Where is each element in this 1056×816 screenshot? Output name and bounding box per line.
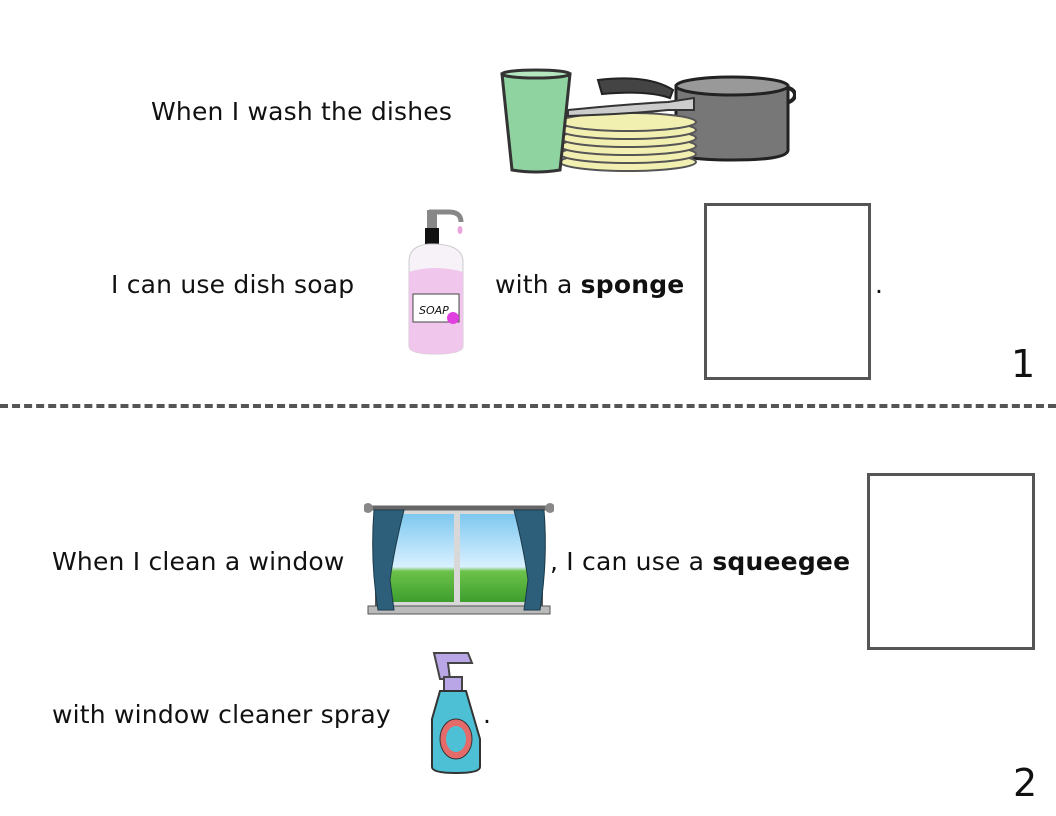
spray-sentence: with window cleaner spray (52, 700, 391, 729)
dishes-image (500, 68, 796, 174)
squeegee-word: squeegee (712, 547, 851, 576)
window-sentence: When I clean a window (52, 547, 345, 576)
page-number-2: 2 (1013, 761, 1038, 805)
with-a-text: with a (495, 270, 581, 299)
page-number-1: 1 (1011, 342, 1036, 386)
sponge-text: with a sponge (495, 270, 684, 300)
cut-line-divider (0, 404, 1056, 408)
sponge-word: sponge (580, 270, 685, 299)
dish-soap-text: I can use dish soap (111, 270, 355, 299)
window-image (364, 503, 554, 615)
soap-label: SOAP (419, 304, 449, 317)
sponge-picture-box[interactable] (704, 203, 871, 380)
can-use-text: , I can use a (550, 547, 713, 576)
squeegee-picture-box[interactable] (867, 473, 1035, 650)
spray-bottle-image (431, 652, 481, 775)
squeegee-text: , I can use a squeegee (550, 547, 850, 577)
soap-bottle-image: SOAP (408, 209, 464, 355)
period: . (875, 270, 884, 299)
dishes-sentence: When I wash the dishes (151, 97, 453, 126)
period-2: . (483, 700, 492, 729)
